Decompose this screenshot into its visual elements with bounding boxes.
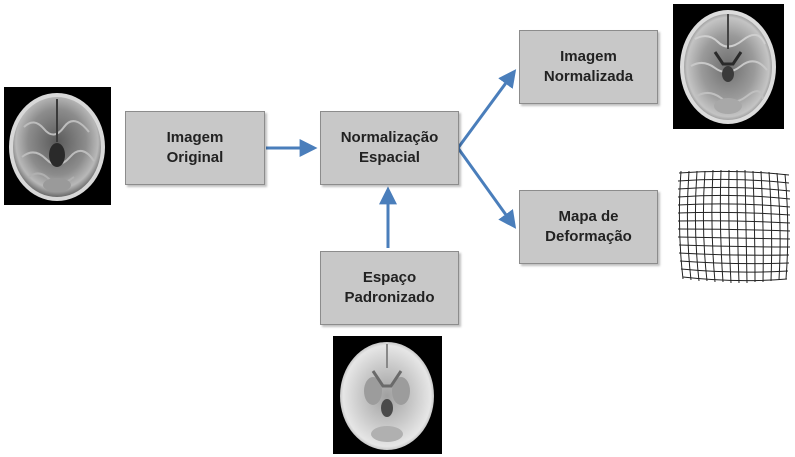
box-original-image: Imagem Original [125,111,265,185]
arrow-spatial-to-deformation [456,147,517,229]
box-spatial-normalization-label: Normalização Espacial [340,129,439,166]
deformation-grid-icon [677,169,791,284]
box-deformation-map-label: Mapa de Deformação [545,208,632,245]
box-original-image-label: Imagem Original [166,129,224,166]
brain-mri-normalized-icon [673,4,784,129]
box-deformation-map: Mapa de Deformação [519,190,658,264]
brain-mri-original-icon [4,87,111,205]
brain-template-icon [333,336,442,454]
box-standard-space: Espaço Padronizado [320,251,459,325]
box-normalized-image-label: Imagem Normalizada [543,48,634,85]
arrow-spatial-to-normalized [456,69,517,149]
box-standard-space-label: Espaço Padronizado [344,269,435,306]
box-normalized-image: Imagem Normalizada [519,30,658,104]
box-spatial-normalization: Normalização Espacial [320,111,459,185]
